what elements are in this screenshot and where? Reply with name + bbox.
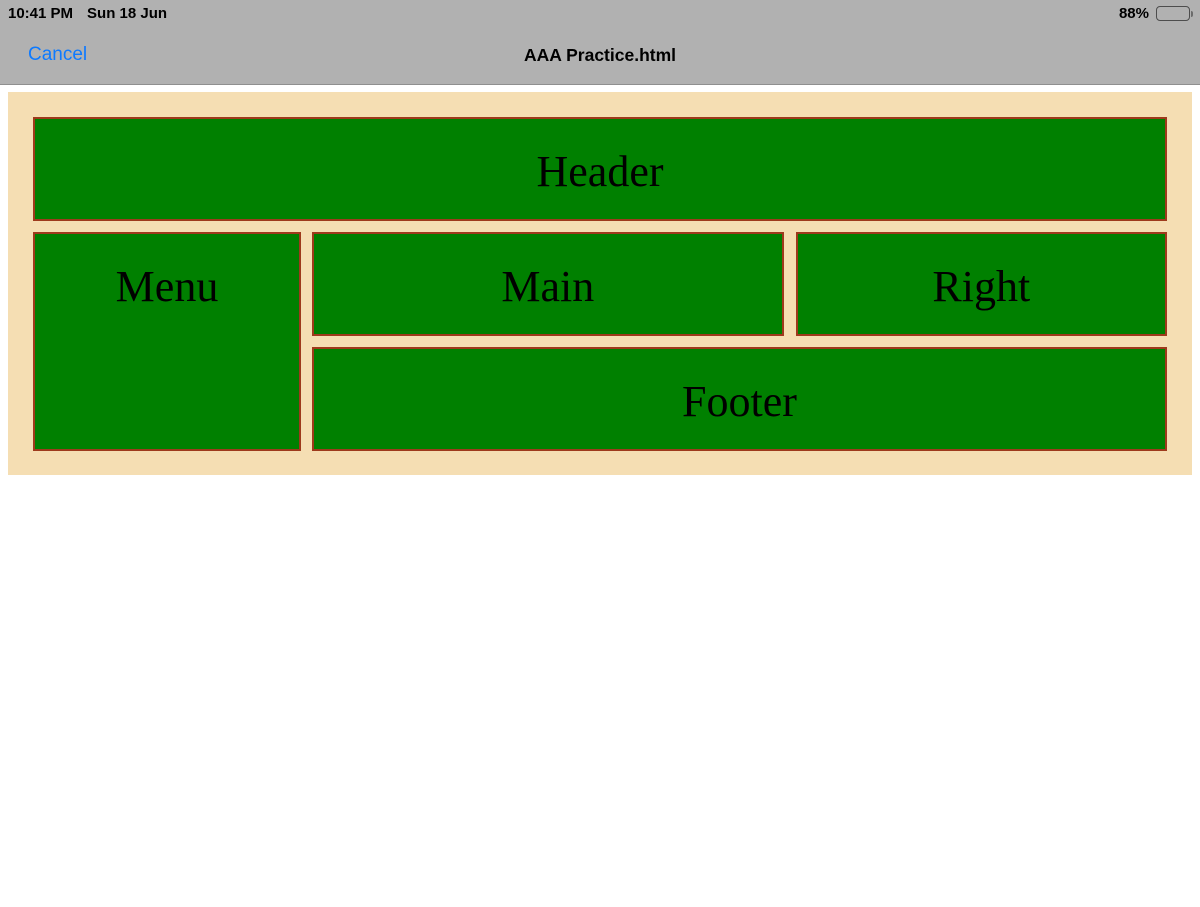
layout-container: Header Menu Main Right Footer [8,92,1192,475]
top-chrome: 10:41 PM Sun 18 Jun 88% Cancel AAA Pract… [0,0,1200,85]
menu-box: Menu [33,232,301,451]
right-box: Right [795,232,1167,336]
battery-percent: 88% [1118,4,1149,22]
footer-box: Footer [312,347,1167,451]
right-pane: Main Right Footer [312,232,1167,451]
nav-bar: Cancel AAA Practice.html [0,26,1200,84]
cancel-button[interactable]: Cancel [28,44,88,65]
clock-time: 10:41 PM [8,4,74,22]
middle-row: Menu Main Right Footer [33,232,1167,451]
page-title: AAA Practice.html [523,44,677,65]
clock-date: Sun 18 Jun [87,4,168,22]
main-box: Main [312,232,784,336]
document-preview-area: Header Menu Main Right Footer [0,92,1200,907]
header-box: Header [33,117,1167,221]
main-right-row: Main Right [312,232,1167,336]
battery-icon [1156,5,1193,21]
status-bar: 10:41 PM Sun 18 Jun 88% [0,0,1200,26]
